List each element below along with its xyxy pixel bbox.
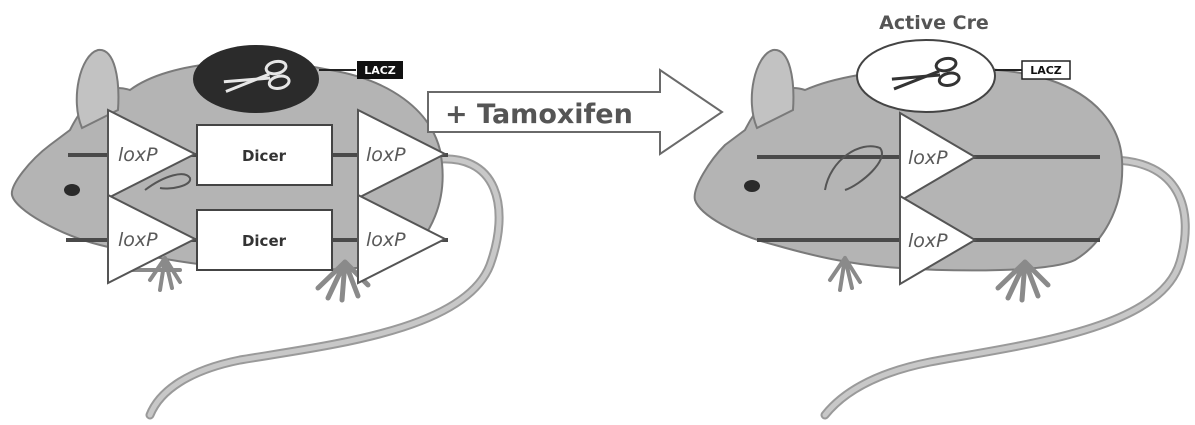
lacz-label: LACZ [1030, 64, 1062, 77]
loxp-label: loxP [908, 230, 948, 252]
mouse-eye [744, 180, 760, 192]
loxp-label: loxP [366, 229, 406, 251]
loxp-label: loxP [118, 144, 158, 166]
lacz-label: LACZ [364, 64, 396, 77]
loxp-label: loxP [366, 144, 406, 166]
mouse-after: loxP loxP Active Cre LACZ [695, 12, 1186, 415]
dicer-label: Dicer [242, 232, 287, 250]
loxp-label: loxP [118, 229, 158, 251]
dicer-label: Dicer [242, 147, 287, 165]
active-cre-label: Active Cre [879, 12, 989, 34]
tamoxifen-arrow: + Tamoxifen [428, 70, 722, 154]
mouse-eye [64, 184, 80, 196]
mouse-before: loxP loxP loxP loxP Dicer Dicer LACZ [12, 45, 499, 415]
tamoxifen-label: + Tamoxifen [445, 99, 633, 130]
loxp-label: loxP [908, 147, 948, 169]
